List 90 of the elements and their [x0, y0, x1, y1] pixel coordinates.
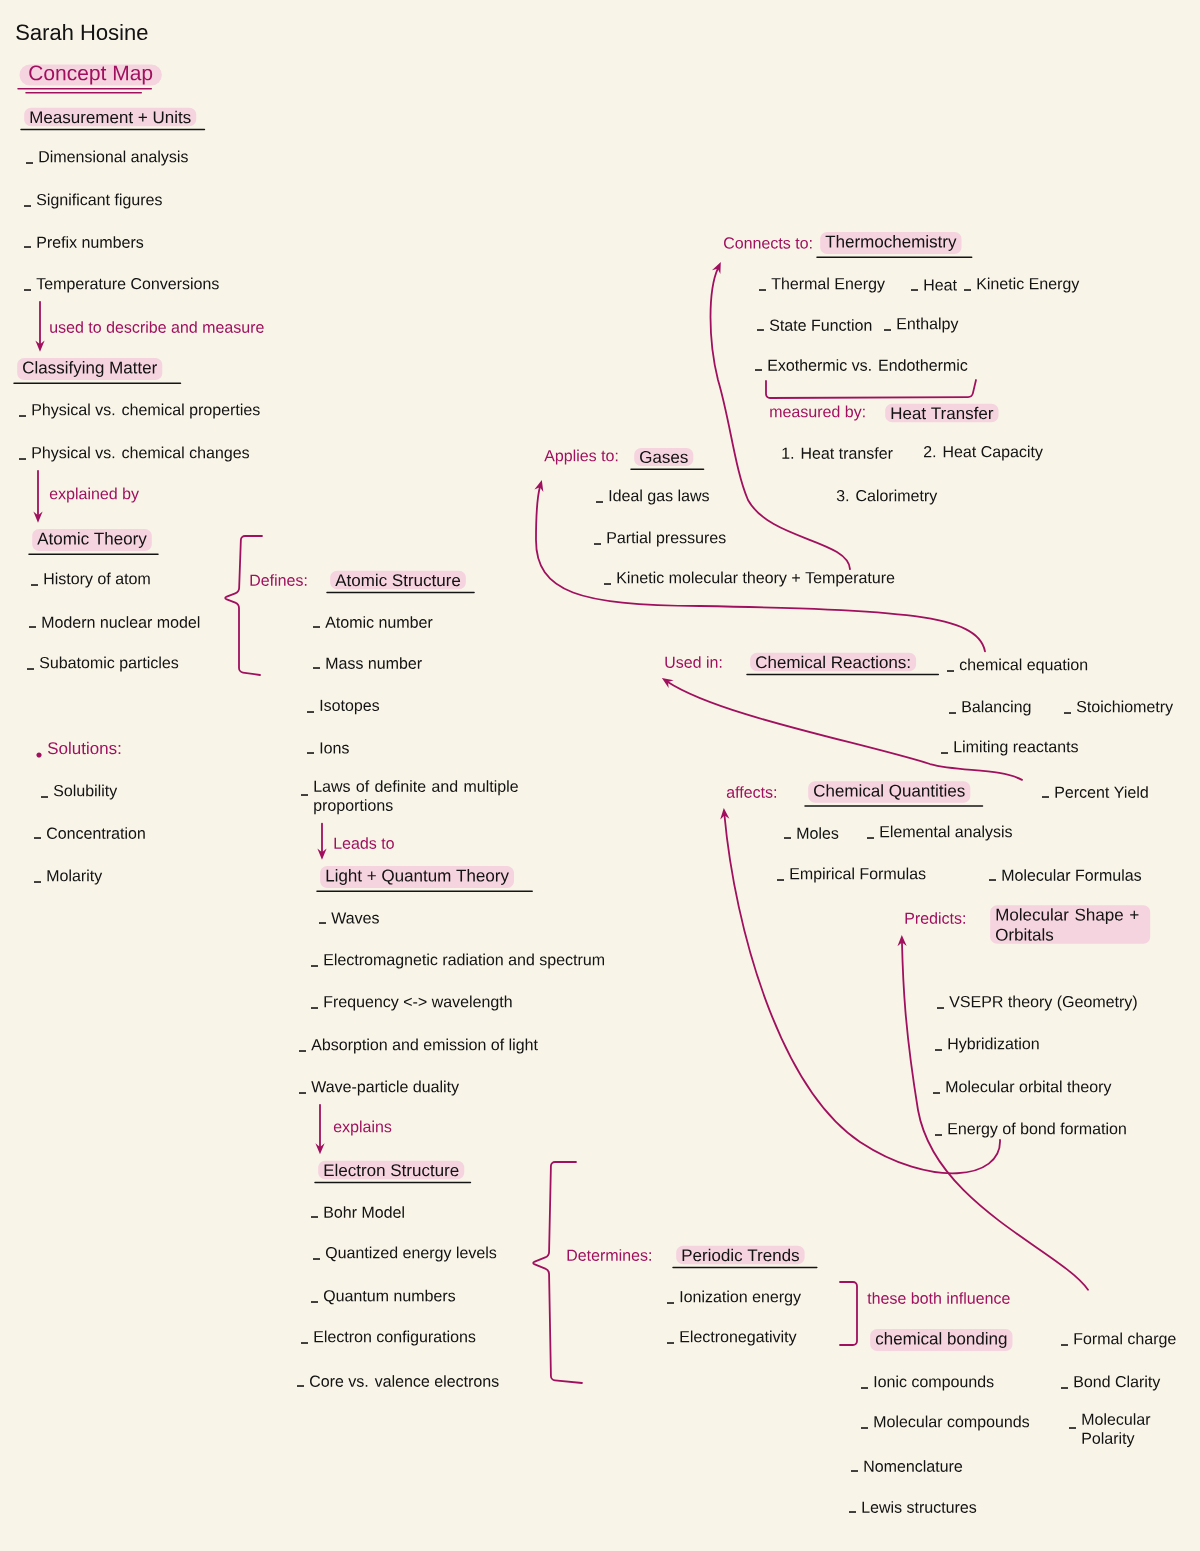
- list-item: Empirical Formulas: [790, 867, 926, 883]
- list-item: Bohr Model: [324, 1206, 404, 1218]
- list-item: Quantum numbers: [323, 1289, 456, 1305]
- list-item: Molecular orbital theory: [946, 1080, 1112, 1096]
- list-item: Elemental analysis: [880, 825, 1012, 841]
- highlighted-heading: Measurement + Units: [20, 107, 206, 131]
- list-item: Concentration: [47, 827, 145, 839]
- list-item: Modern nuclear model: [42, 616, 200, 628]
- list-item: Enthalpy: [897, 317, 959, 333]
- list-item: Prefix numbers: [37, 236, 144, 248]
- list-item: Partial pressures: [607, 531, 726, 547]
- list-item: Molecular Polarity: [1082, 1413, 1151, 1448]
- list-item: Laws of definite and multiple proportions: [314, 780, 518, 815]
- list-item: Formal charge: [1074, 1332, 1176, 1348]
- list-item: Limiting reactants: [954, 740, 1078, 756]
- list-item: Physical vs. chemical changes: [32, 446, 250, 462]
- highlighted-heading: Atomic Theory: [28, 529, 159, 555]
- list-item: Electromagnetic radiation and spectrum: [324, 953, 604, 969]
- list-item: Physical vs. chemical properties: [32, 403, 260, 419]
- list-item: Nomenclature: [864, 1460, 963, 1472]
- highlighted-heading: Classifying Matter: [13, 358, 182, 384]
- edge-label: used to describe and measure: [50, 321, 264, 333]
- list-item: Molecular Formulas: [1002, 869, 1142, 881]
- list-item: Dimensional analysis: [39, 150, 188, 166]
- highlighted-heading: Chemical Reactions:: [746, 652, 940, 676]
- list-item: 3. Calorimetry: [836, 489, 938, 505]
- list-item: Atomic number: [325, 616, 433, 628]
- list-item: Percent Yield: [1055, 786, 1148, 798]
- list-item: Mass number: [326, 657, 422, 669]
- list-item: Thermal Energy: [771, 277, 885, 293]
- list-item: chemical equation: [959, 658, 1088, 674]
- list-item: Ideal gas laws: [609, 489, 709, 505]
- edge-label: Leads to: [334, 837, 394, 849]
- highlighted-heading: Electron Structure: [314, 1160, 472, 1184]
- list-item: Solubility: [53, 784, 118, 800]
- list-item: Molarity: [47, 869, 103, 885]
- linking-phrase: Defines:: [250, 574, 307, 586]
- list-item: VSEPR theory (Geometry): [949, 995, 1137, 1011]
- list-item: Heat: [924, 279, 957, 291]
- list-item: Hybridization: [948, 1037, 1039, 1053]
- highlighted-heading: Periodic Trends: [672, 1245, 818, 1269]
- list-item: Wave-particle duality: [311, 1080, 460, 1096]
- list-item: Bond Clarity: [1074, 1375, 1161, 1391]
- highlighted-heading: Thermochemistry: [816, 232, 973, 258]
- list-heading: Solutions:: [47, 741, 121, 755]
- list-item: Absorption and emission of light: [311, 1038, 538, 1054]
- list-item: 2. Heat Capacity: [924, 445, 1043, 461]
- list-item: Molecular compounds: [874, 1415, 1030, 1431]
- highlighted-heading: Atomic Structure: [326, 570, 475, 594]
- list-item: 1. Heat transfer: [782, 447, 893, 459]
- highlighted-heading: Gases: [630, 448, 705, 470]
- linking-phrase: these both influence: [867, 1292, 1010, 1304]
- list-item: Temperature Conversions: [36, 277, 219, 293]
- list-item: Kinetic molecular theory + Temperature: [617, 571, 895, 587]
- linking-phrase: Connects to:: [724, 237, 812, 249]
- list-item: Waves: [331, 912, 379, 924]
- edge-label: explains: [333, 1120, 392, 1136]
- list-item: Frequency <-> wavelength: [324, 995, 512, 1011]
- highlighted-heading: chemical bonding: [870, 1329, 1013, 1351]
- list-item: Electronegativity: [680, 1330, 797, 1346]
- highlighted-heading: Chemical Quantities: [804, 781, 984, 807]
- list-item: Subatomic particles: [39, 656, 179, 672]
- list-item: History of atom: [44, 572, 150, 588]
- linking-phrase: Determines:: [567, 1249, 651, 1261]
- highlighted-heading: Molecular Shape + Orbitals: [990, 905, 1151, 944]
- list-item: Moles: [797, 827, 839, 839]
- author-name: Sarah Hosine: [16, 23, 148, 41]
- list-item: Quantized energy levels: [325, 1246, 497, 1262]
- edge-label: explained by: [49, 487, 139, 503]
- linking-phrase: affects:: [726, 786, 776, 798]
- list-item: State Function: [769, 319, 872, 331]
- list-item: Core vs. valence electrons: [310, 1375, 499, 1387]
- title: Concept Map: [17, 64, 162, 94]
- list-item: Electron configurations: [314, 1330, 476, 1346]
- list-item: Balancing: [962, 700, 1031, 716]
- linking-phrase: Predicts:: [905, 912, 965, 924]
- linking-phrase: Used in:: [665, 656, 722, 668]
- list-item: Ions: [320, 742, 349, 754]
- list-item: Stoichiometry: [1076, 700, 1174, 716]
- linking-phrase: measured by:: [770, 405, 865, 421]
- list-item: Isotopes: [320, 699, 380, 715]
- list-item: Ionic compounds: [874, 1375, 994, 1391]
- highlighted-heading: Light + Quantum Theory: [316, 866, 533, 892]
- list-item: Significant figures: [36, 193, 162, 209]
- list-item: Energy of bond formation: [948, 1122, 1126, 1138]
- list-item: Exothermic vs. Endothermic: [768, 359, 968, 371]
- list-item: Kinetic Energy: [977, 277, 1080, 293]
- list-item: Ionization energy: [680, 1290, 801, 1306]
- list-item: Lewis structures: [862, 1501, 977, 1513]
- linking-phrase: Applies to:: [544, 449, 618, 465]
